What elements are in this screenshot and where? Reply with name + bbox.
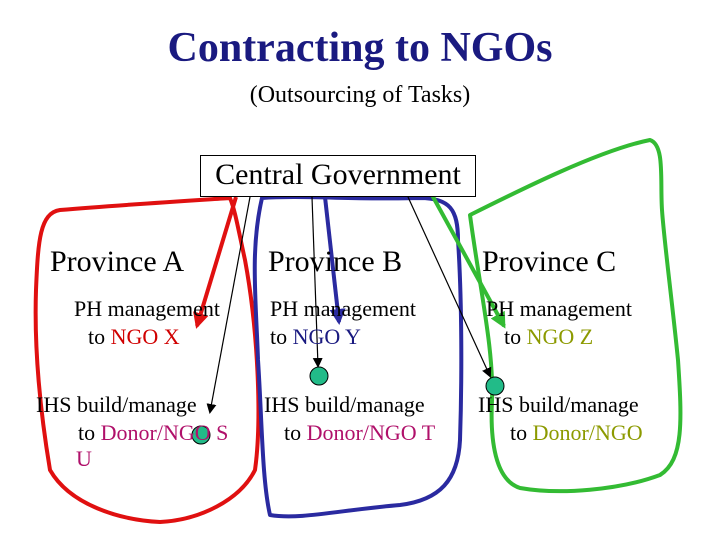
ngo-y-label: NGO Y: [292, 324, 361, 349]
province-b-ihs-line1: IHS build/manage: [264, 392, 425, 417]
province-b-ph-line1: PH management: [270, 296, 417, 321]
donor-ngo-label: Donor/NGO: [532, 420, 643, 445]
arrow-to-ngo-s: [206, 196, 251, 414]
page-title: Contracting to NGOs: [167, 25, 553, 71]
province-c-ph-line1: PH management: [486, 296, 633, 321]
page-subtitle: (Outsourcing of Tasks): [249, 82, 471, 108]
province-a-ihs-line2: to Donor/NGO S: [78, 420, 229, 445]
province-a-ph-line1: PH management: [74, 296, 221, 321]
arrow-to-ngo-u: [407, 196, 492, 378]
donor-ngo-s-label: Donor/NGO S: [100, 420, 229, 445]
node-ngo-s: [191, 425, 211, 445]
province-c-ihs-line2: to Donor/NGO: [510, 420, 643, 445]
province-a-ihs-line1: IHS build/manage: [36, 392, 197, 417]
province-b-title: Province B: [268, 245, 403, 278]
province-a-ph-line2: to NGO X: [88, 324, 180, 349]
node-ngo-u: [485, 376, 505, 396]
province-a-title: Province A: [50, 245, 185, 278]
donor-ngo-t-label: Donor/NGO T: [306, 420, 436, 445]
ngo-z-label: NGO Z: [526, 324, 594, 349]
province-c-ihs-line1: IHS build/manage: [478, 392, 639, 417]
ngo-x-label: NGO X: [110, 324, 180, 349]
province-c-outline: [468, 138, 683, 494]
province-b-outline: [252, 195, 464, 519]
green-arrow: [430, 194, 506, 329]
arrow-to-ngo-t: [311, 196, 323, 368]
province-b-ph-line2: to NGO Y: [270, 324, 361, 349]
province-b-ihs-line2: to Donor/NGO T: [284, 420, 436, 445]
province-a-ihs-line3: U: [76, 446, 92, 471]
blue-arrow: [323, 196, 346, 325]
red-arrow: [193, 196, 238, 329]
province-c-title: Province C: [482, 245, 617, 278]
node-ngo-t: [309, 366, 329, 386]
central-government-box: Central Government: [200, 155, 476, 197]
province-a-outline: [33, 196, 261, 524]
province-c-ph-line2: to NGO Z: [504, 324, 594, 349]
